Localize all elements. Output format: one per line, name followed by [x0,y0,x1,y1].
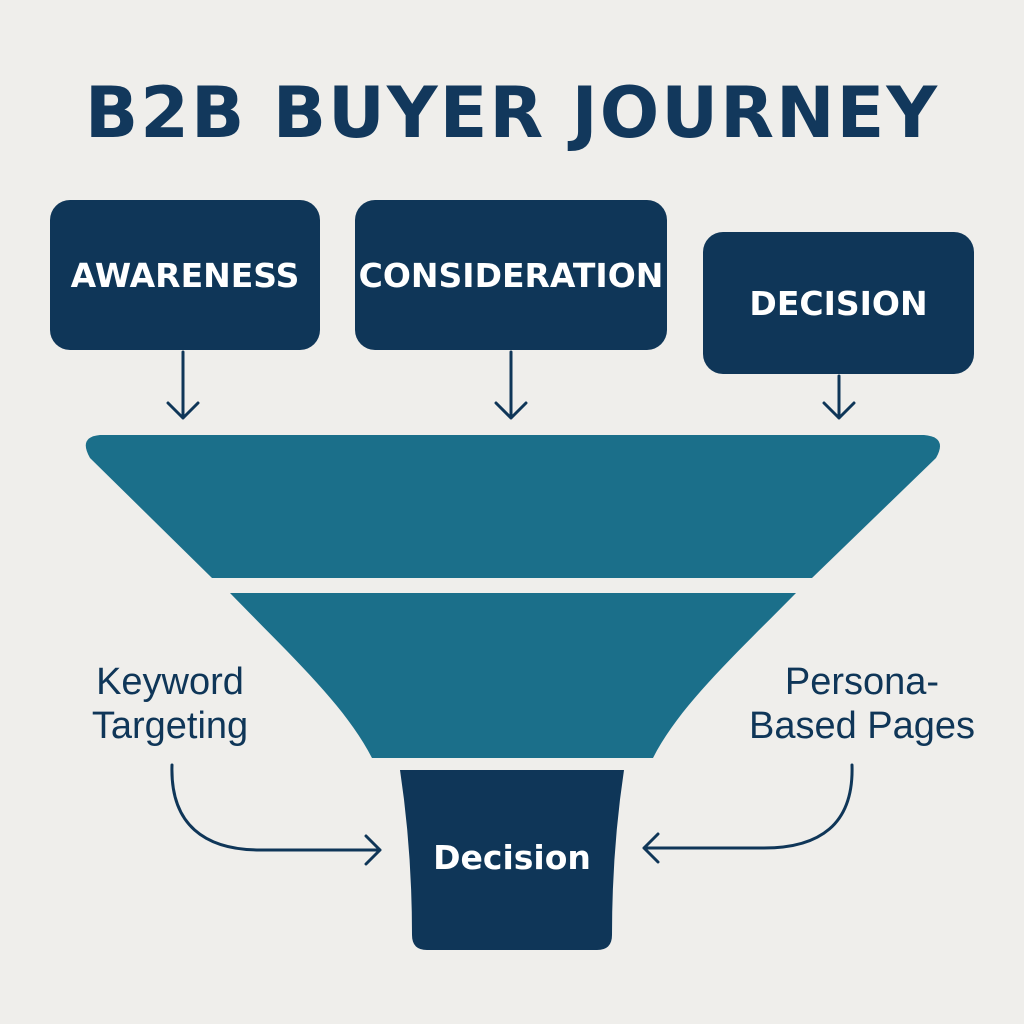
side-label-left-line1: Keyword [96,661,244,703]
right-curved-arrow-icon [642,763,854,864]
left-curved-arrow-icon [170,763,382,866]
funnel-bottom-label: Decision [433,838,591,877]
side-label-left: Keyword Targeting [60,660,280,748]
stage-label-awareness: AWARENESS [70,255,300,295]
funnel-bottom-layer [400,770,624,950]
side-label-right-line2: Based Pages [748,705,976,747]
stage-box-consideration: CONSIDERATION [355,200,667,350]
funnel-middle-layer [230,593,796,758]
funnel-top-layer [85,435,940,578]
side-label-left-line2: Targeting [91,705,249,747]
side-label-right-line1: Persona- [784,661,940,703]
stage-arrows [166,350,856,420]
stage-box-decision: DECISION [703,232,974,374]
stage-label-decision: DECISION [749,283,928,323]
consideration-down-arrow-icon [494,350,528,420]
stage-label-consideration: CONSIDERATION [358,255,664,295]
decision-down-arrow-icon [822,374,856,420]
stage-box-awareness: AWARENESS [50,200,320,350]
awareness-down-arrow-icon [166,350,200,420]
side-arrows [170,763,854,866]
page-title: B2B BUYER JOURNEY [84,72,940,154]
side-label-right: Persona- Based Pages [732,660,992,748]
